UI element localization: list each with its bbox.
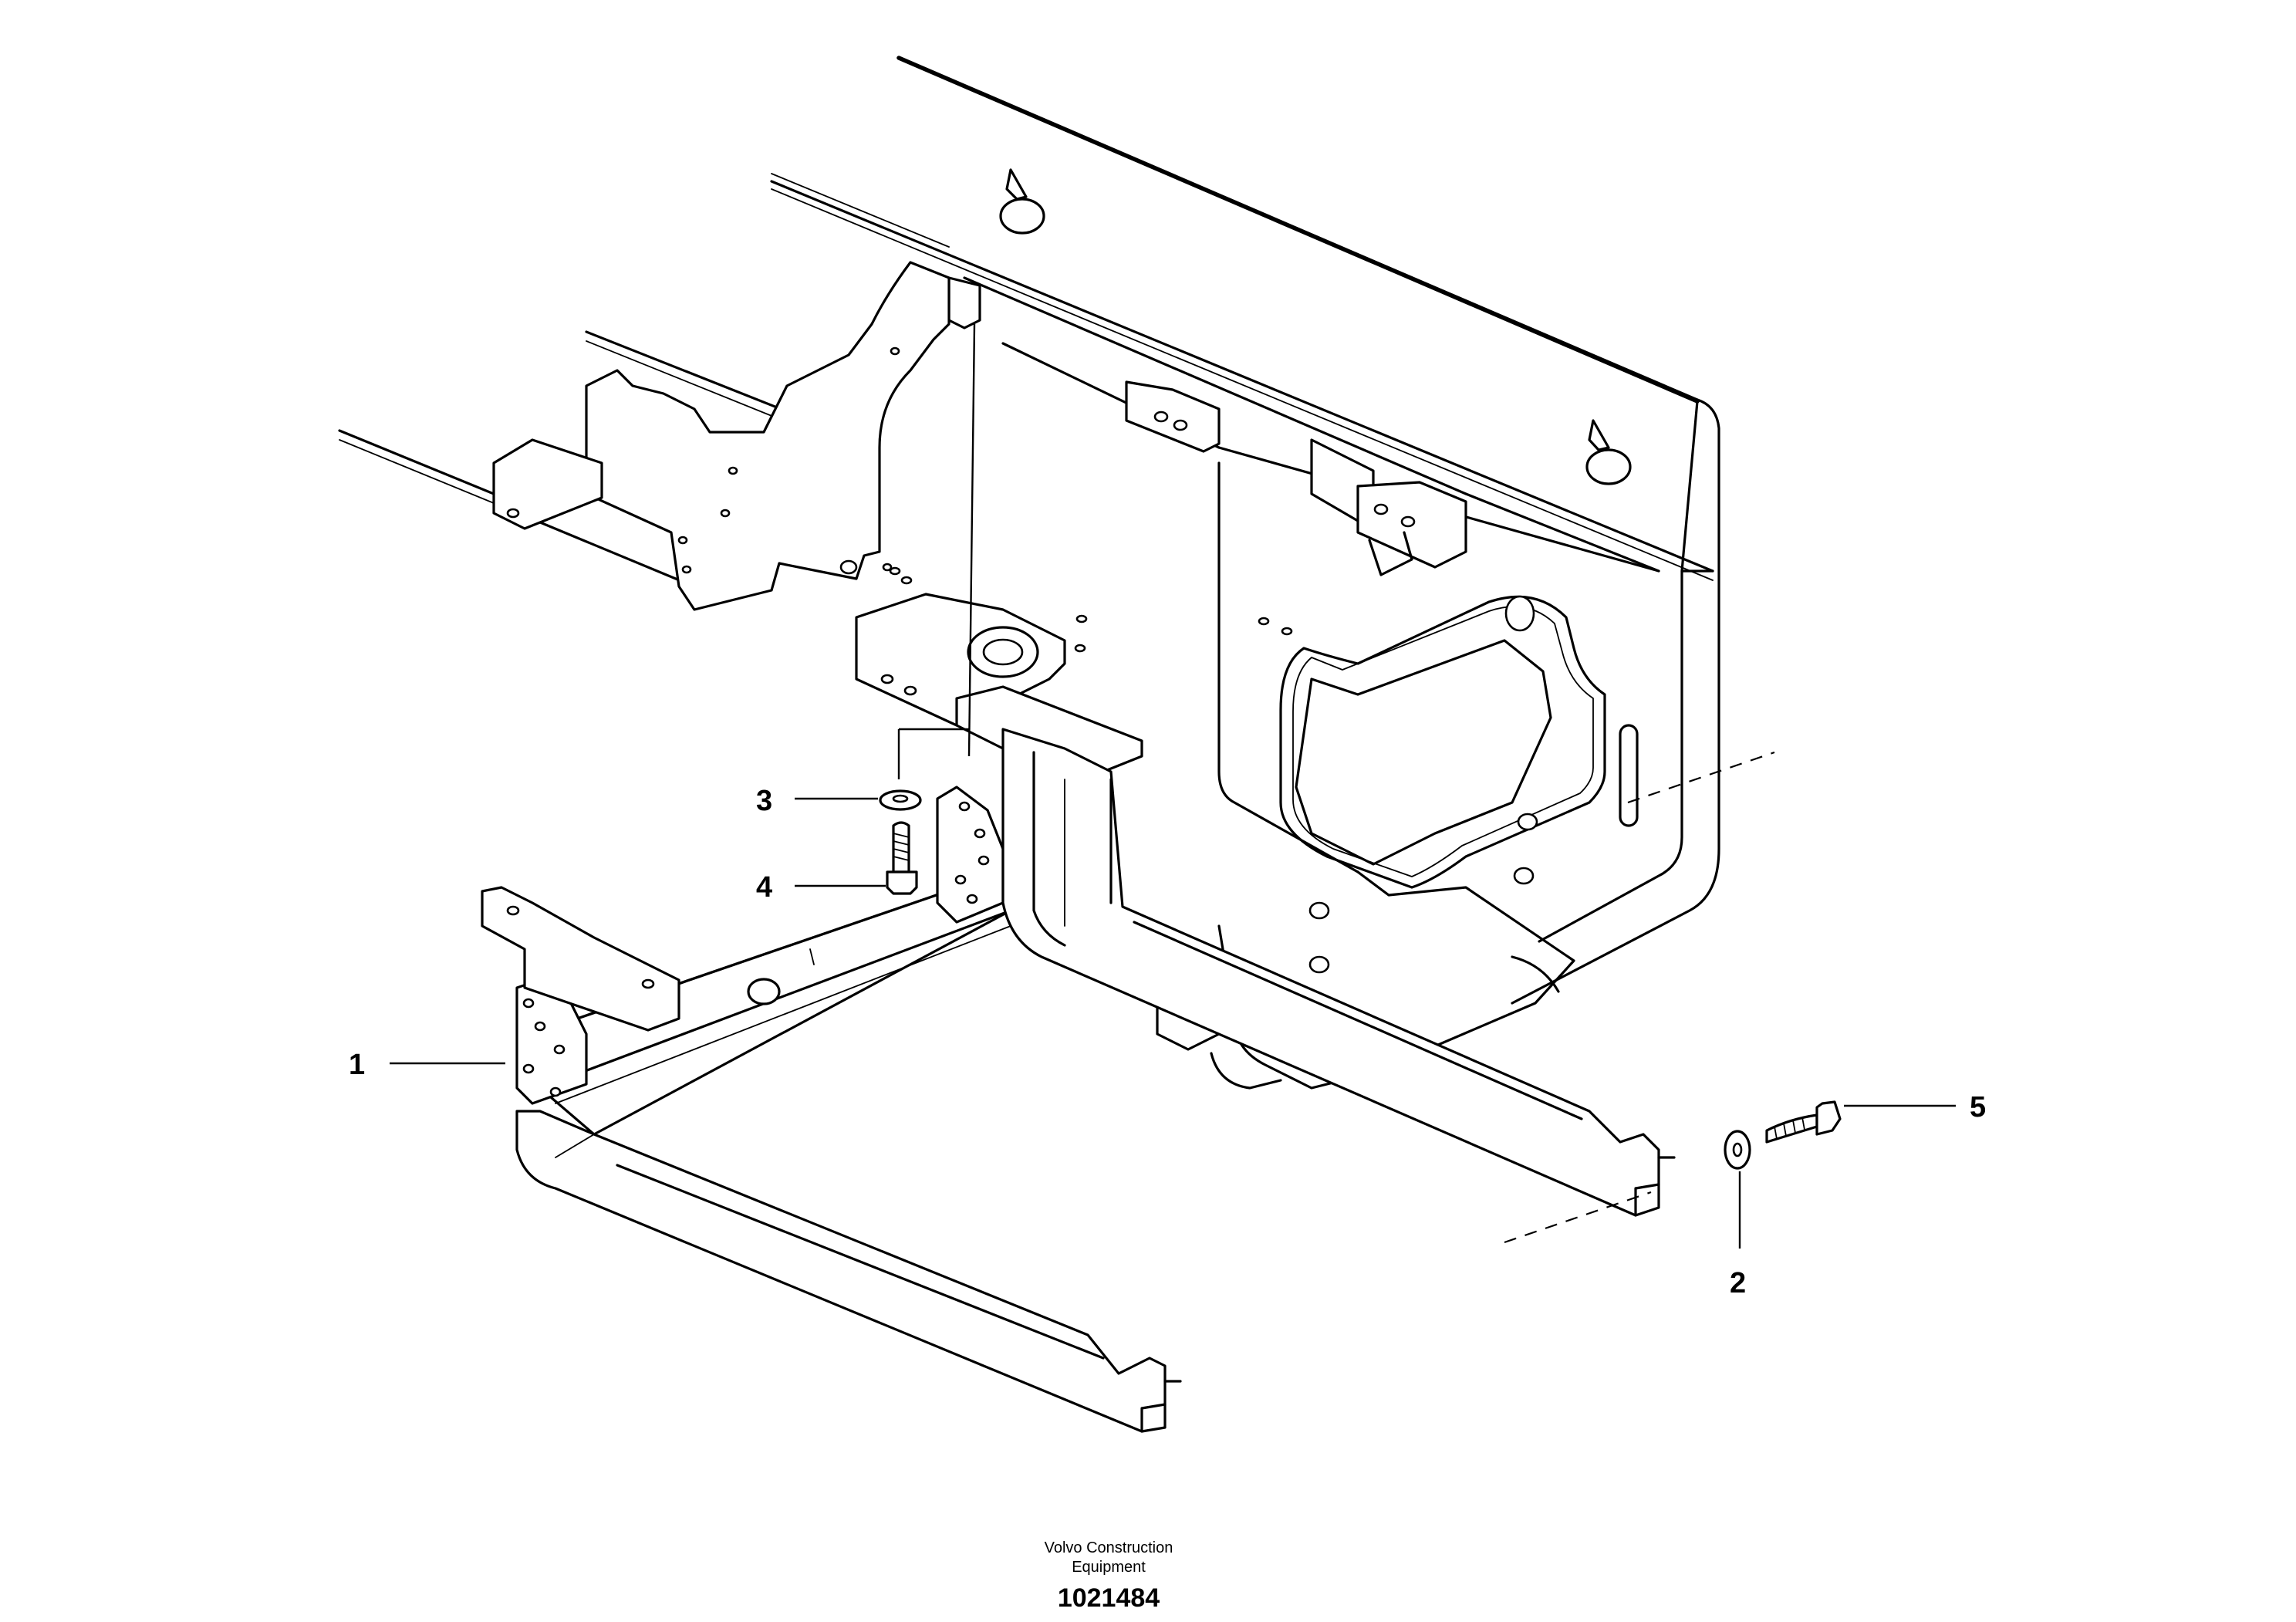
- footer-figure-number: 1021484: [1058, 1583, 1160, 1613]
- bracket-holes-right: [954, 801, 990, 904]
- callout-leaders: [390, 797, 1956, 1249]
- callout-1: 1: [349, 1049, 365, 1081]
- callout-4: 4: [756, 871, 772, 904]
- bolt-icon: [886, 821, 918, 895]
- guide-lines: [897, 323, 1775, 1244]
- bolt-icon-right: [1765, 1100, 1842, 1144]
- washer-icon-right: [1724, 1130, 1751, 1170]
- footer: Volvo Construction Equipment 1021484: [1045, 1539, 1173, 1613]
- bracket-holes: [522, 998, 566, 1097]
- frame-icon: [338, 56, 1720, 1090]
- callout-5: 5: [1970, 1091, 1986, 1124]
- plate-holes: [677, 346, 900, 575]
- callout-labels: 1 2 3 4 5: [349, 785, 1986, 1299]
- bracket-icon: [481, 685, 1676, 1433]
- frame-holes: [889, 566, 1293, 653]
- footer-company-line1: Volvo Construction: [1045, 1539, 1173, 1556]
- footer-company-line2: Equipment: [1072, 1559, 1146, 1576]
- callout-3: 3: [756, 785, 772, 817]
- callout-2: 2: [1730, 1267, 1746, 1299]
- washer-icon: [879, 789, 922, 811]
